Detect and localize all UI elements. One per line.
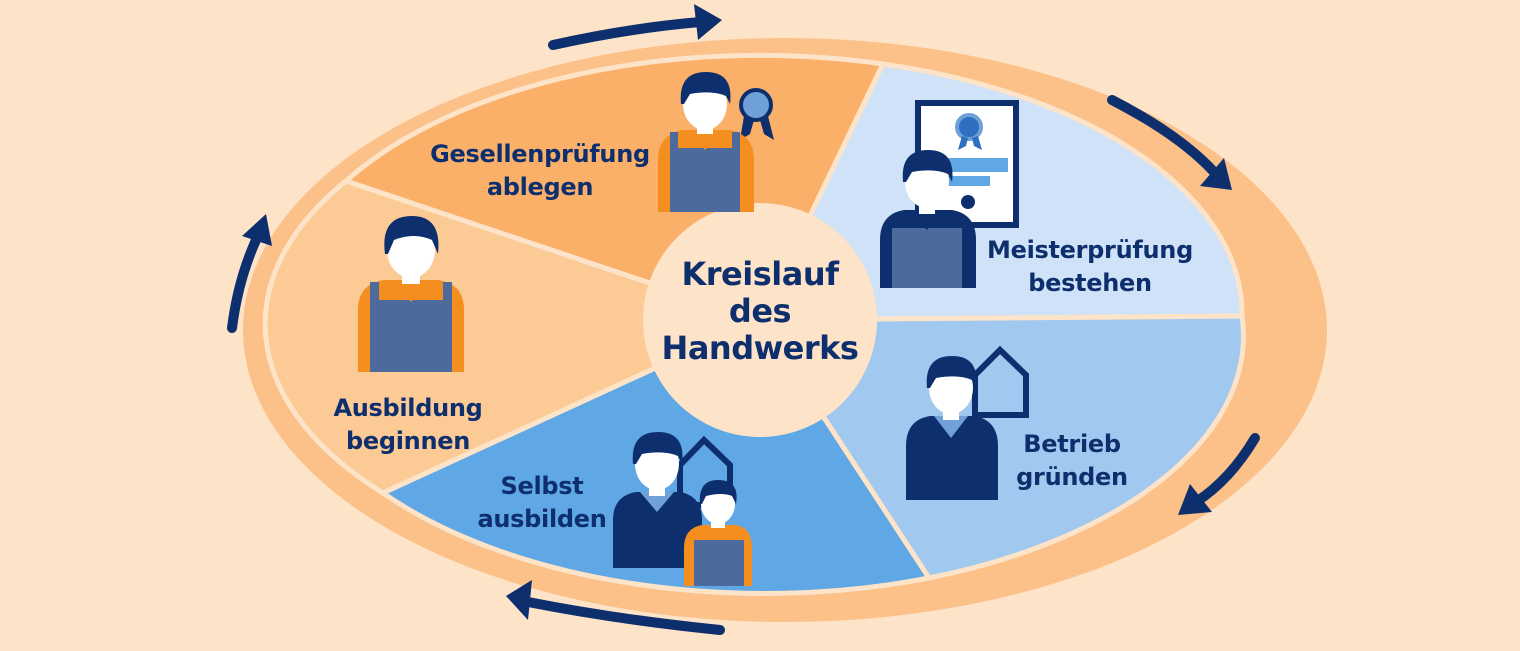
- master-with-certificate-icon: [880, 100, 1019, 288]
- stage-label-selbst-line1: Selbst: [500, 472, 584, 500]
- stage-label-meister-line1: Meisterprüfung: [987, 236, 1193, 264]
- sector-betrieb: [755, 313, 1246, 581]
- journeyman-with-rosette-icon: [658, 72, 774, 212]
- center-title-line3: Handwerks: [661, 329, 859, 367]
- stage-label-gesellen-line1: Gesellenprüfung: [430, 140, 650, 168]
- apprentice-icon: [358, 216, 464, 372]
- stage-label-selbst: Selbst ausbilden: [462, 470, 622, 536]
- stage-label-ausbildung-line1: Ausbildung: [333, 394, 483, 422]
- center-title: Kreislauf des Handwerks: [640, 256, 880, 367]
- stage-label-ausbildung-line2: beginnen: [346, 427, 470, 455]
- stage-label-betrieb-line1: Betrieb: [1023, 430, 1121, 458]
- arrow-bottom-icon: [506, 580, 725, 635]
- arrow-left-icon: [227, 214, 272, 333]
- master-training-apprentice-icon: [613, 432, 752, 586]
- arrow-top-right-icon: [1107, 95, 1232, 190]
- stage-label-meister-line2: bestehen: [1028, 269, 1152, 297]
- stage-label-betrieb-line2: gründen: [1016, 463, 1128, 491]
- cycle-arrows: [227, 4, 1260, 635]
- stage-label-gesellen: Gesellenprüfung ablegen: [420, 138, 660, 204]
- founder-with-house-icon: [906, 345, 1029, 500]
- center-title-line1: Kreislauf: [681, 255, 839, 293]
- stage-label-ausbildung: Ausbildung beginnen: [318, 392, 498, 458]
- center-circle: [643, 203, 877, 437]
- stage-label-gesellen-line2: ablegen: [486, 173, 594, 201]
- center-title-line2: des: [728, 292, 792, 330]
- stage-label-selbst-line2: ausbilden: [477, 505, 607, 533]
- arrow-bottom-right-icon: [1178, 433, 1260, 515]
- arrow-top-icon: [548, 4, 722, 50]
- stage-label-meister: Meisterprüfung bestehen: [980, 234, 1200, 300]
- stage-label-betrieb: Betrieb gründen: [1002, 428, 1142, 494]
